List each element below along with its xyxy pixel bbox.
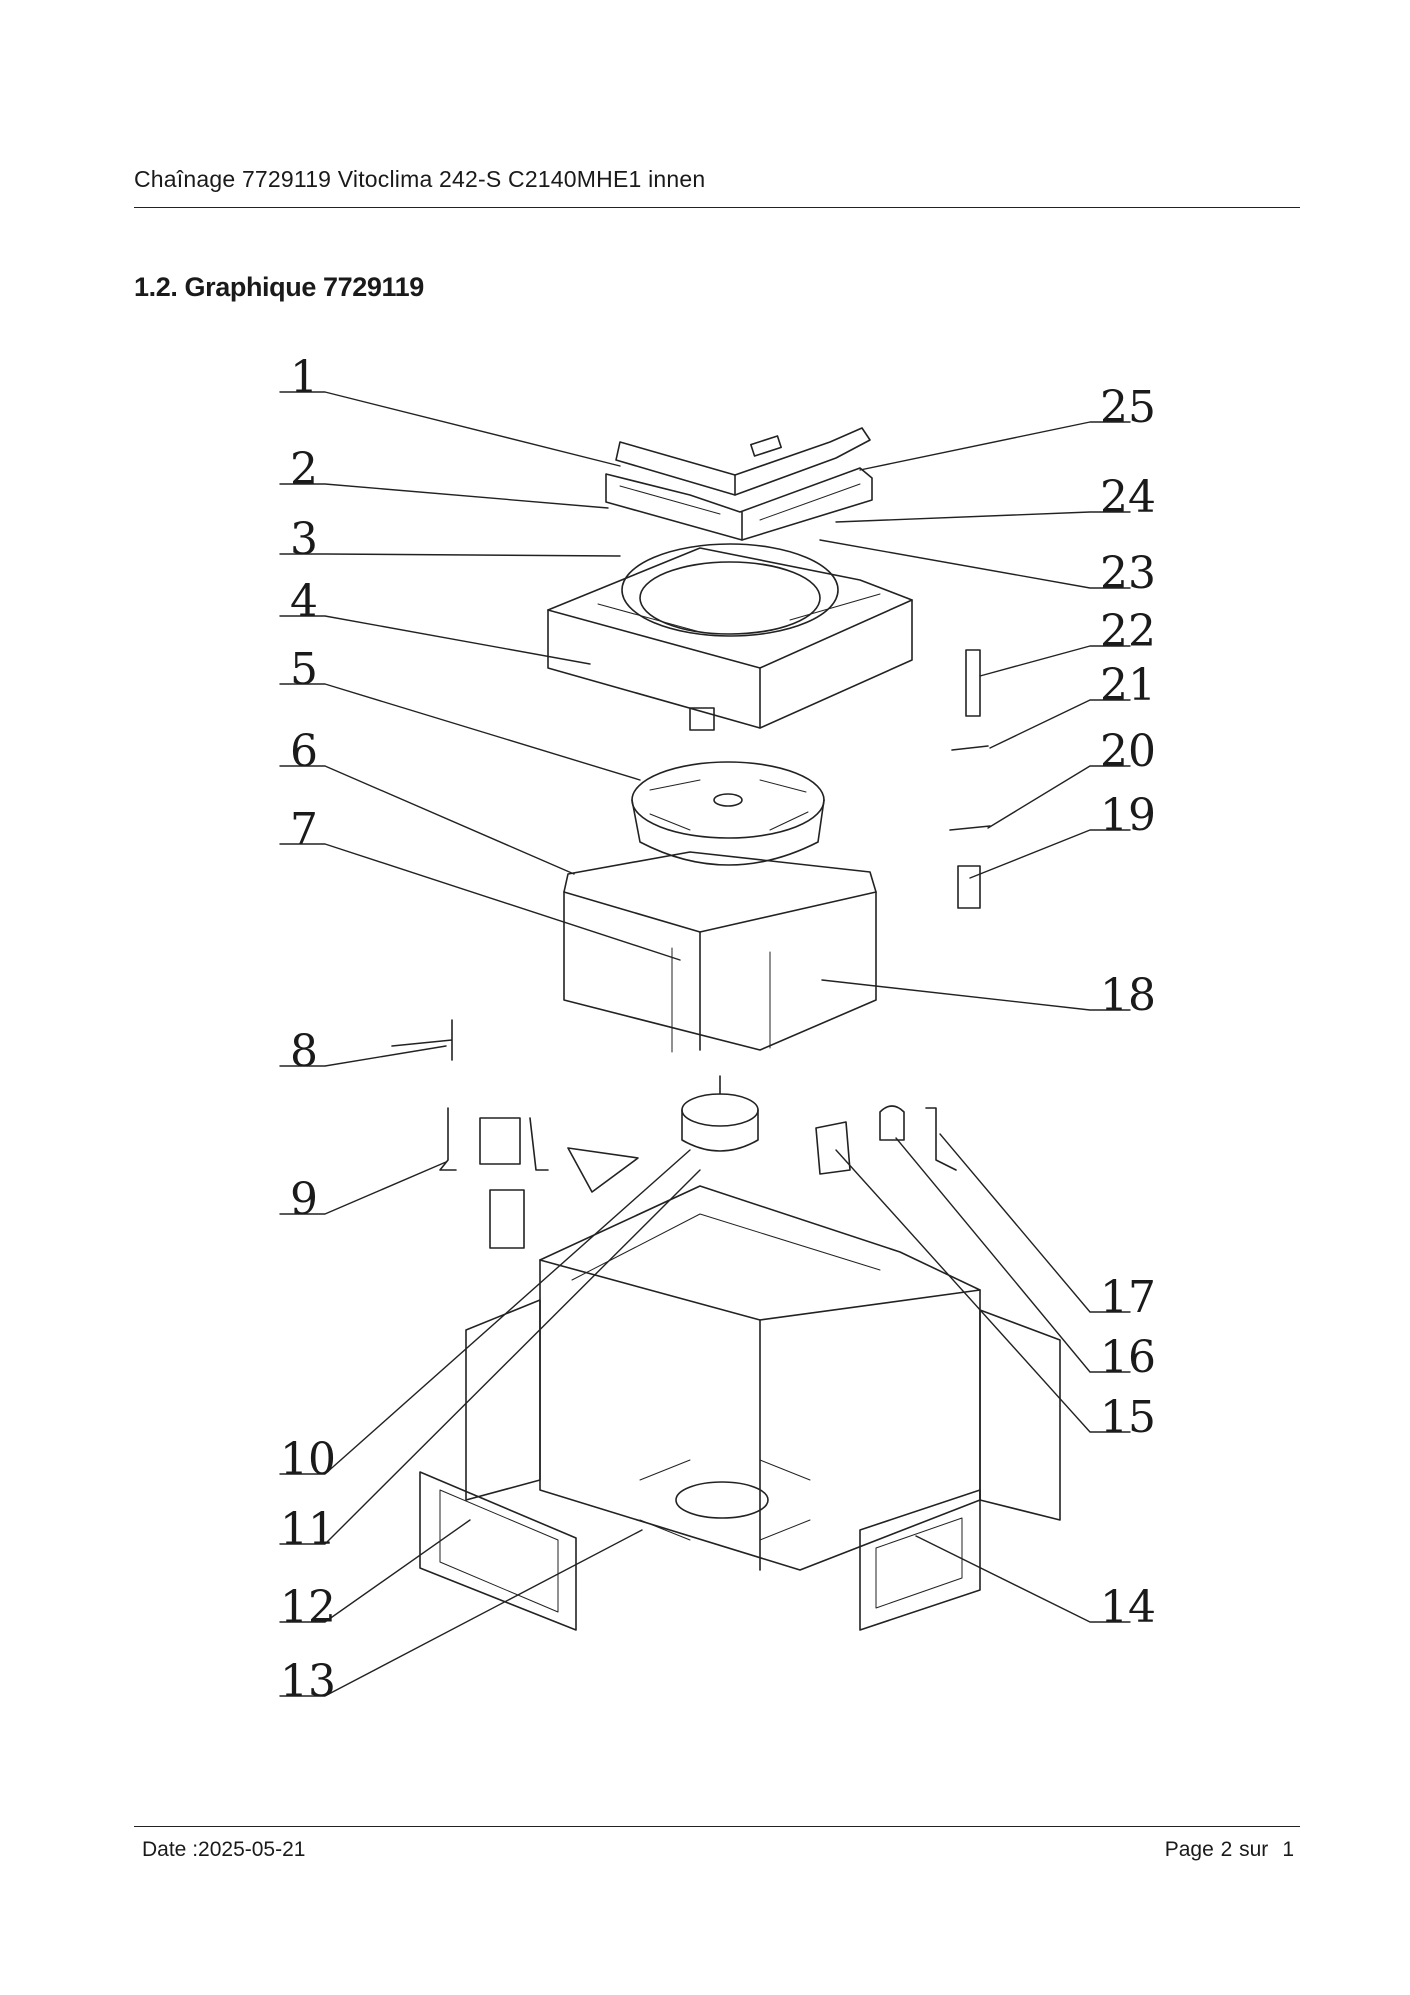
callout-11: 11	[280, 1504, 336, 1555]
drain-pipe-shape	[965, 649, 981, 717]
callout-numbers: 1 2 3 4 5 6 7 8 9 10 11 12 13 14 15 16 1…	[280, 352, 1156, 1707]
callout-15: 15	[1100, 1392, 1156, 1443]
control-cover-shape	[615, 427, 871, 496]
callout-3: 3	[290, 514, 318, 565]
bracket-shape	[815, 1121, 851, 1175]
footer-page-total: 1	[1282, 1838, 1294, 1861]
callout-12: 12	[280, 1582, 336, 1633]
callout-17: 17	[1100, 1272, 1156, 1323]
section-heading: 1.2. Graphique 7729119	[134, 272, 424, 302]
callout-25: 25	[1100, 382, 1156, 433]
callout-leaders	[279, 391, 1131, 1697]
float-switch-shape	[957, 865, 981, 909]
callout-19: 19	[1100, 790, 1156, 841]
top-chassis-shape	[547, 547, 913, 729]
callout-18: 18	[1100, 970, 1156, 1021]
sensor-clip-shape	[391, 1019, 453, 1061]
side-panel-shape	[419, 1471, 577, 1631]
callout-21: 21	[1100, 660, 1156, 711]
callout-9: 9	[290, 1174, 318, 1225]
control-box-shape	[605, 467, 873, 541]
callout-10: 10	[280, 1434, 336, 1485]
callout-1: 1	[290, 352, 318, 403]
fan-motor-shape	[681, 1093, 759, 1127]
callout-22: 22	[1100, 606, 1156, 657]
callout-14: 14	[1100, 1582, 1156, 1633]
callout-24: 24	[1100, 472, 1156, 523]
callout-23: 23	[1100, 548, 1156, 599]
callout-20: 20	[1100, 726, 1156, 777]
footer-page-number: Page 2 sur 1	[1165, 1838, 1294, 1862]
callout-5: 5	[290, 644, 318, 695]
footer-page-label: Page 2 sur	[1164, 1838, 1269, 1861]
callout-4: 4	[290, 576, 318, 627]
callout-16: 16	[1100, 1332, 1156, 1383]
callout-2: 2	[290, 444, 318, 495]
document-header-title: Chaînage 7729119 Vitoclima 242-S C2140MH…	[134, 166, 706, 192]
callout-6: 6	[290, 726, 318, 777]
header-rule	[134, 207, 1300, 208]
callout-13: 13	[280, 1656, 336, 1707]
callout-8: 8	[290, 1026, 318, 1077]
fan-wheel-shape	[631, 761, 825, 839]
footer-rule	[134, 1826, 1300, 1827]
footer-date: Date :2025-05-21	[142, 1838, 306, 1861]
evaporator-shape	[563, 851, 877, 1051]
callout-7: 7	[290, 804, 318, 855]
